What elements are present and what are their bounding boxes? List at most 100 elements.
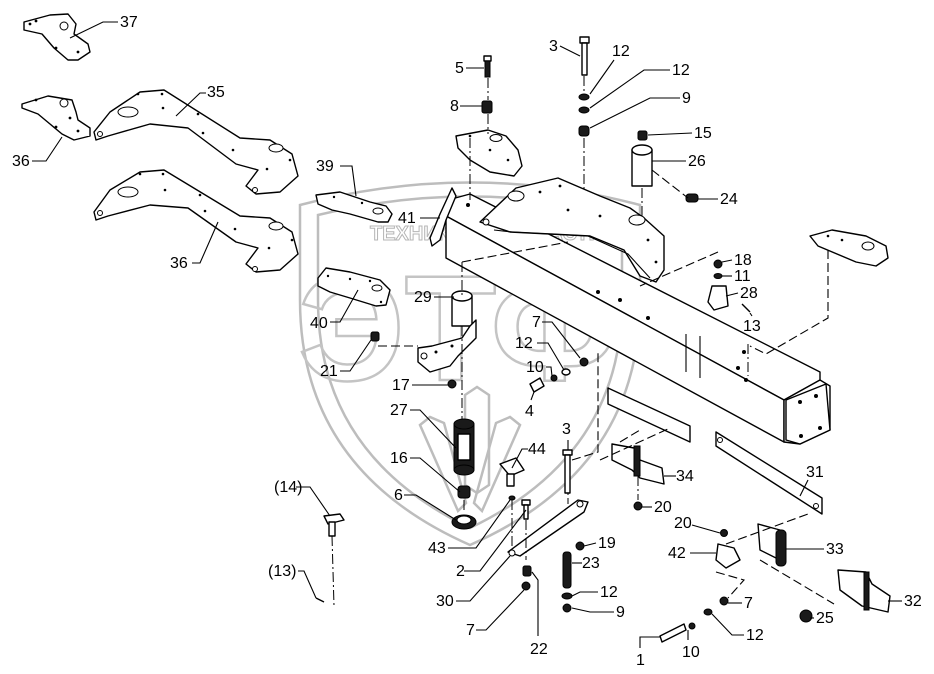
callout-label: 7 bbox=[532, 314, 541, 331]
callout-label: 29 bbox=[414, 289, 432, 306]
upper-plate bbox=[455, 129, 523, 177]
callout-label: 20 bbox=[654, 499, 672, 516]
nut-7-a bbox=[521, 581, 531, 591]
leader-line-c37a bbox=[69, 21, 118, 39]
leader-line-c9a bbox=[589, 97, 680, 129]
callout-label: 12 bbox=[746, 627, 764, 644]
main-beam bbox=[445, 193, 831, 445]
leader-line-c39 bbox=[340, 165, 357, 197]
callout-label: 4 bbox=[525, 403, 534, 420]
callout-label: 3 bbox=[562, 421, 571, 438]
washer-12-b bbox=[578, 106, 590, 114]
leader-line-c12d bbox=[571, 591, 598, 597]
callout-label: 5 bbox=[455, 60, 464, 77]
bracket-44 bbox=[499, 457, 525, 487]
leader-line-c7b bbox=[542, 321, 581, 359]
nut-19 bbox=[575, 541, 585, 551]
leader-line-c21 bbox=[340, 339, 372, 372]
nut-9-top bbox=[578, 125, 590, 137]
callout-label: 34 bbox=[676, 468, 694, 485]
right-plate bbox=[809, 229, 889, 267]
callout-label: 37 bbox=[120, 14, 138, 31]
callout-label: 25 bbox=[816, 610, 834, 627]
washer-12-d bbox=[561, 592, 573, 600]
bracket-42 bbox=[715, 543, 741, 569]
leader-line-c36a bbox=[32, 136, 63, 162]
callout-label: 7 bbox=[744, 595, 753, 612]
spacer-23 bbox=[562, 551, 572, 589]
callout-label: 31 bbox=[806, 464, 824, 481]
callout-label: 36 bbox=[170, 255, 188, 272]
callout-label: 32 bbox=[904, 593, 922, 610]
plate-35 bbox=[93, 89, 299, 195]
callout-label: 36 bbox=[12, 153, 30, 170]
plate-36-small bbox=[21, 95, 91, 141]
pin-26 bbox=[631, 144, 653, 187]
leader-line-c13 bbox=[749, 312, 753, 317]
beam-mount-plate bbox=[479, 177, 665, 283]
callout-label: 40 bbox=[310, 315, 328, 332]
leader-line-c12b bbox=[589, 69, 670, 109]
callout-label: 28 bbox=[740, 285, 758, 302]
pin-14 bbox=[323, 513, 345, 537]
callout-label: 1 bbox=[636, 652, 645, 669]
nut-7-c bbox=[719, 596, 729, 606]
leader-line-c9b bbox=[571, 607, 614, 613]
callout-label: 12 bbox=[612, 43, 630, 60]
leader-line-c12c bbox=[537, 342, 565, 371]
washer-11 bbox=[713, 273, 723, 279]
callout-label: (13) bbox=[268, 563, 296, 580]
callout-label: 13 bbox=[743, 318, 761, 335]
bushing-27 bbox=[453, 418, 475, 476]
bushing-29 bbox=[451, 290, 473, 327]
strip-upper bbox=[607, 387, 691, 443]
callout-label: 21 bbox=[320, 363, 338, 380]
callout-label: 15 bbox=[694, 125, 712, 142]
arm-bracket bbox=[417, 319, 477, 373]
callout-label: 44 bbox=[528, 441, 546, 458]
washer-12-c bbox=[561, 368, 571, 376]
callout-label: 9 bbox=[616, 604, 625, 621]
plate-40 bbox=[317, 267, 391, 307]
leader-line-c6 bbox=[404, 494, 457, 521]
leader-line-c44 bbox=[511, 448, 528, 469]
leader-line-c7a bbox=[476, 589, 525, 631]
leader-line-c43 bbox=[448, 499, 511, 549]
nut-10-a bbox=[550, 374, 558, 382]
nut-21 bbox=[370, 331, 380, 342]
bracket-33 bbox=[757, 523, 787, 567]
callout-label: 12 bbox=[600, 584, 618, 601]
bolt-5 bbox=[483, 55, 492, 78]
callout-label: 2 bbox=[456, 563, 465, 580]
callout-label: 39 bbox=[316, 158, 334, 175]
leader-line-c19 bbox=[583, 542, 597, 547]
callout-label: 42 bbox=[668, 545, 686, 562]
callout-label: 23 bbox=[582, 555, 600, 572]
leader-line-c12a bbox=[589, 59, 615, 95]
callout-label: 8 bbox=[450, 98, 459, 115]
cap-15 bbox=[637, 130, 648, 141]
leader-line-c4 bbox=[530, 391, 535, 401]
callout-label: 9 bbox=[682, 90, 691, 107]
callout-label: (14) bbox=[274, 479, 302, 496]
hinge-32 bbox=[837, 569, 891, 613]
leader-line-c2 bbox=[464, 509, 527, 572]
watermark-shield bbox=[298, 181, 642, 547]
leader-line-c20b bbox=[691, 524, 721, 534]
pin-13 bbox=[741, 303, 751, 313]
leader-line-c12e bbox=[711, 613, 744, 636]
plate-36-large bbox=[93, 169, 299, 273]
callout-label: 12 bbox=[672, 62, 690, 79]
washer-12-e bbox=[703, 608, 713, 616]
callout-label: 17 bbox=[392, 377, 410, 394]
nut-20-a bbox=[633, 501, 643, 511]
leader-line-c3a bbox=[559, 45, 581, 57]
callout-label: 10 bbox=[526, 359, 544, 376]
callout-label: 41 bbox=[398, 210, 416, 227]
plate-37 bbox=[23, 13, 91, 61]
nut-18 bbox=[713, 259, 723, 269]
link-30 bbox=[507, 499, 589, 557]
fitting-24 bbox=[685, 193, 699, 203]
leader-line-c14 bbox=[296, 486, 331, 517]
